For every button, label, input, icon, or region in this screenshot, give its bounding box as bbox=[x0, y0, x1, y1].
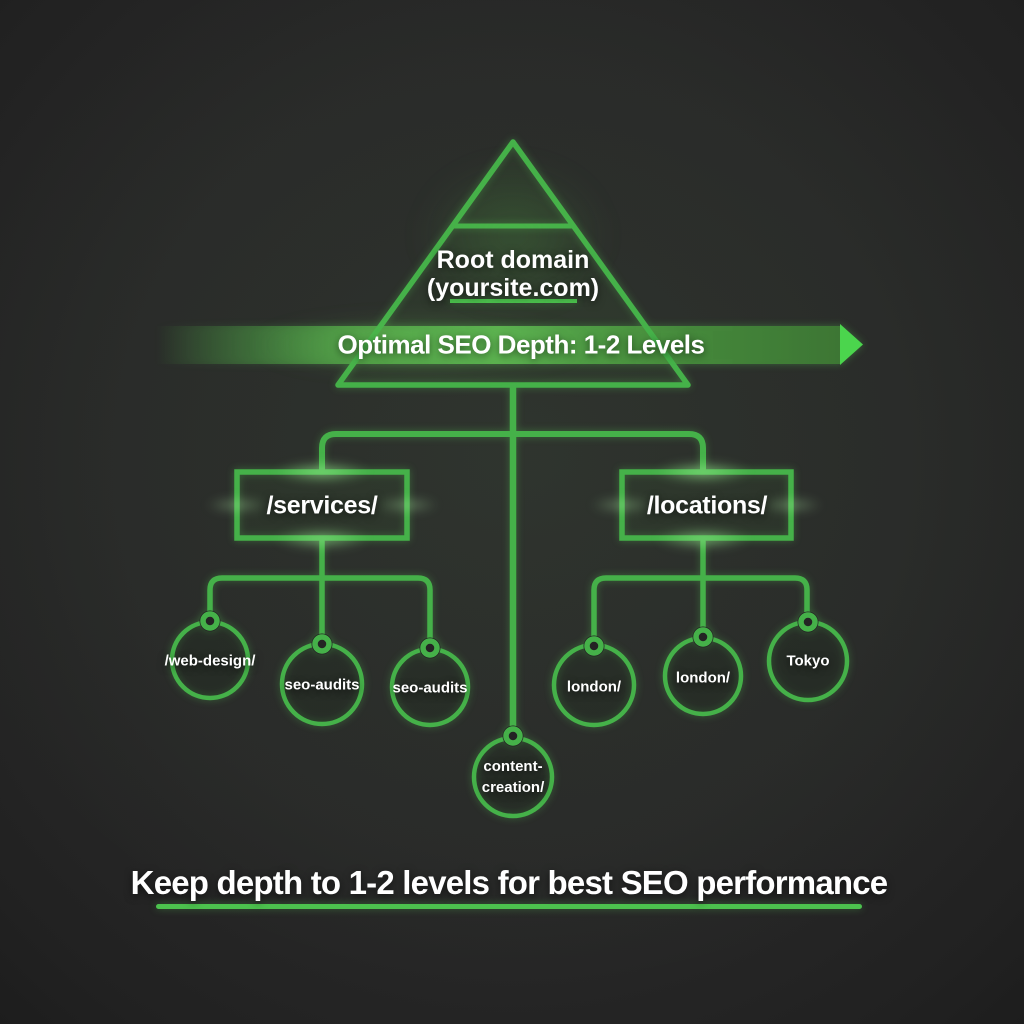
anchor-ring-icon bbox=[200, 611, 220, 631]
content-creation-line1: content- bbox=[483, 758, 543, 775]
page-label-london-1: london/ bbox=[566, 678, 622, 696]
banner-arrow-icon bbox=[840, 324, 863, 365]
anchor-ring-icon bbox=[312, 634, 332, 654]
page-label-seo-audits-2: seo-audits bbox=[392, 679, 468, 697]
node-anchor-rings bbox=[199, 610, 819, 747]
depth-banner-band bbox=[155, 326, 841, 364]
page-label-content-creation: content- creation/ bbox=[482, 756, 545, 798]
services-box-label: /services/ bbox=[266, 491, 378, 520]
content-creation-line2: creation/ bbox=[481, 779, 545, 796]
footer-caption: Keep depth to 1-2 levels for best SEO pe… bbox=[130, 864, 888, 901]
anchor-ring-icon bbox=[693, 627, 713, 647]
page-label-london-2: london/ bbox=[675, 669, 731, 687]
page-label-seo-audits-1: seo-audits bbox=[284, 676, 360, 694]
services-children-connector bbox=[207, 575, 433, 640]
depth-banner-label: Optimal SEO Depth: 1-2 Levels bbox=[337, 329, 705, 360]
root-domain-line1: Root domain bbox=[436, 246, 590, 274]
anchor-ring-icon bbox=[503, 726, 523, 746]
page-label-tokyo: Tokyo bbox=[786, 652, 830, 670]
locations-children-connector bbox=[591, 575, 810, 638]
footer-underline bbox=[156, 904, 862, 909]
root-domain-line2: (yoursite.com) bbox=[426, 274, 600, 302]
anchor-ring-icon bbox=[420, 638, 440, 658]
root-domain-title: Root domain (yoursite.com) bbox=[427, 246, 599, 302]
page-label-web-design: /web-design/ bbox=[164, 652, 256, 670]
anchor-ring-icon bbox=[584, 636, 604, 656]
level1-connector bbox=[319, 431, 706, 472]
anchor-ring-icon bbox=[798, 612, 818, 632]
locations-box-label: /locations/ bbox=[646, 491, 768, 520]
